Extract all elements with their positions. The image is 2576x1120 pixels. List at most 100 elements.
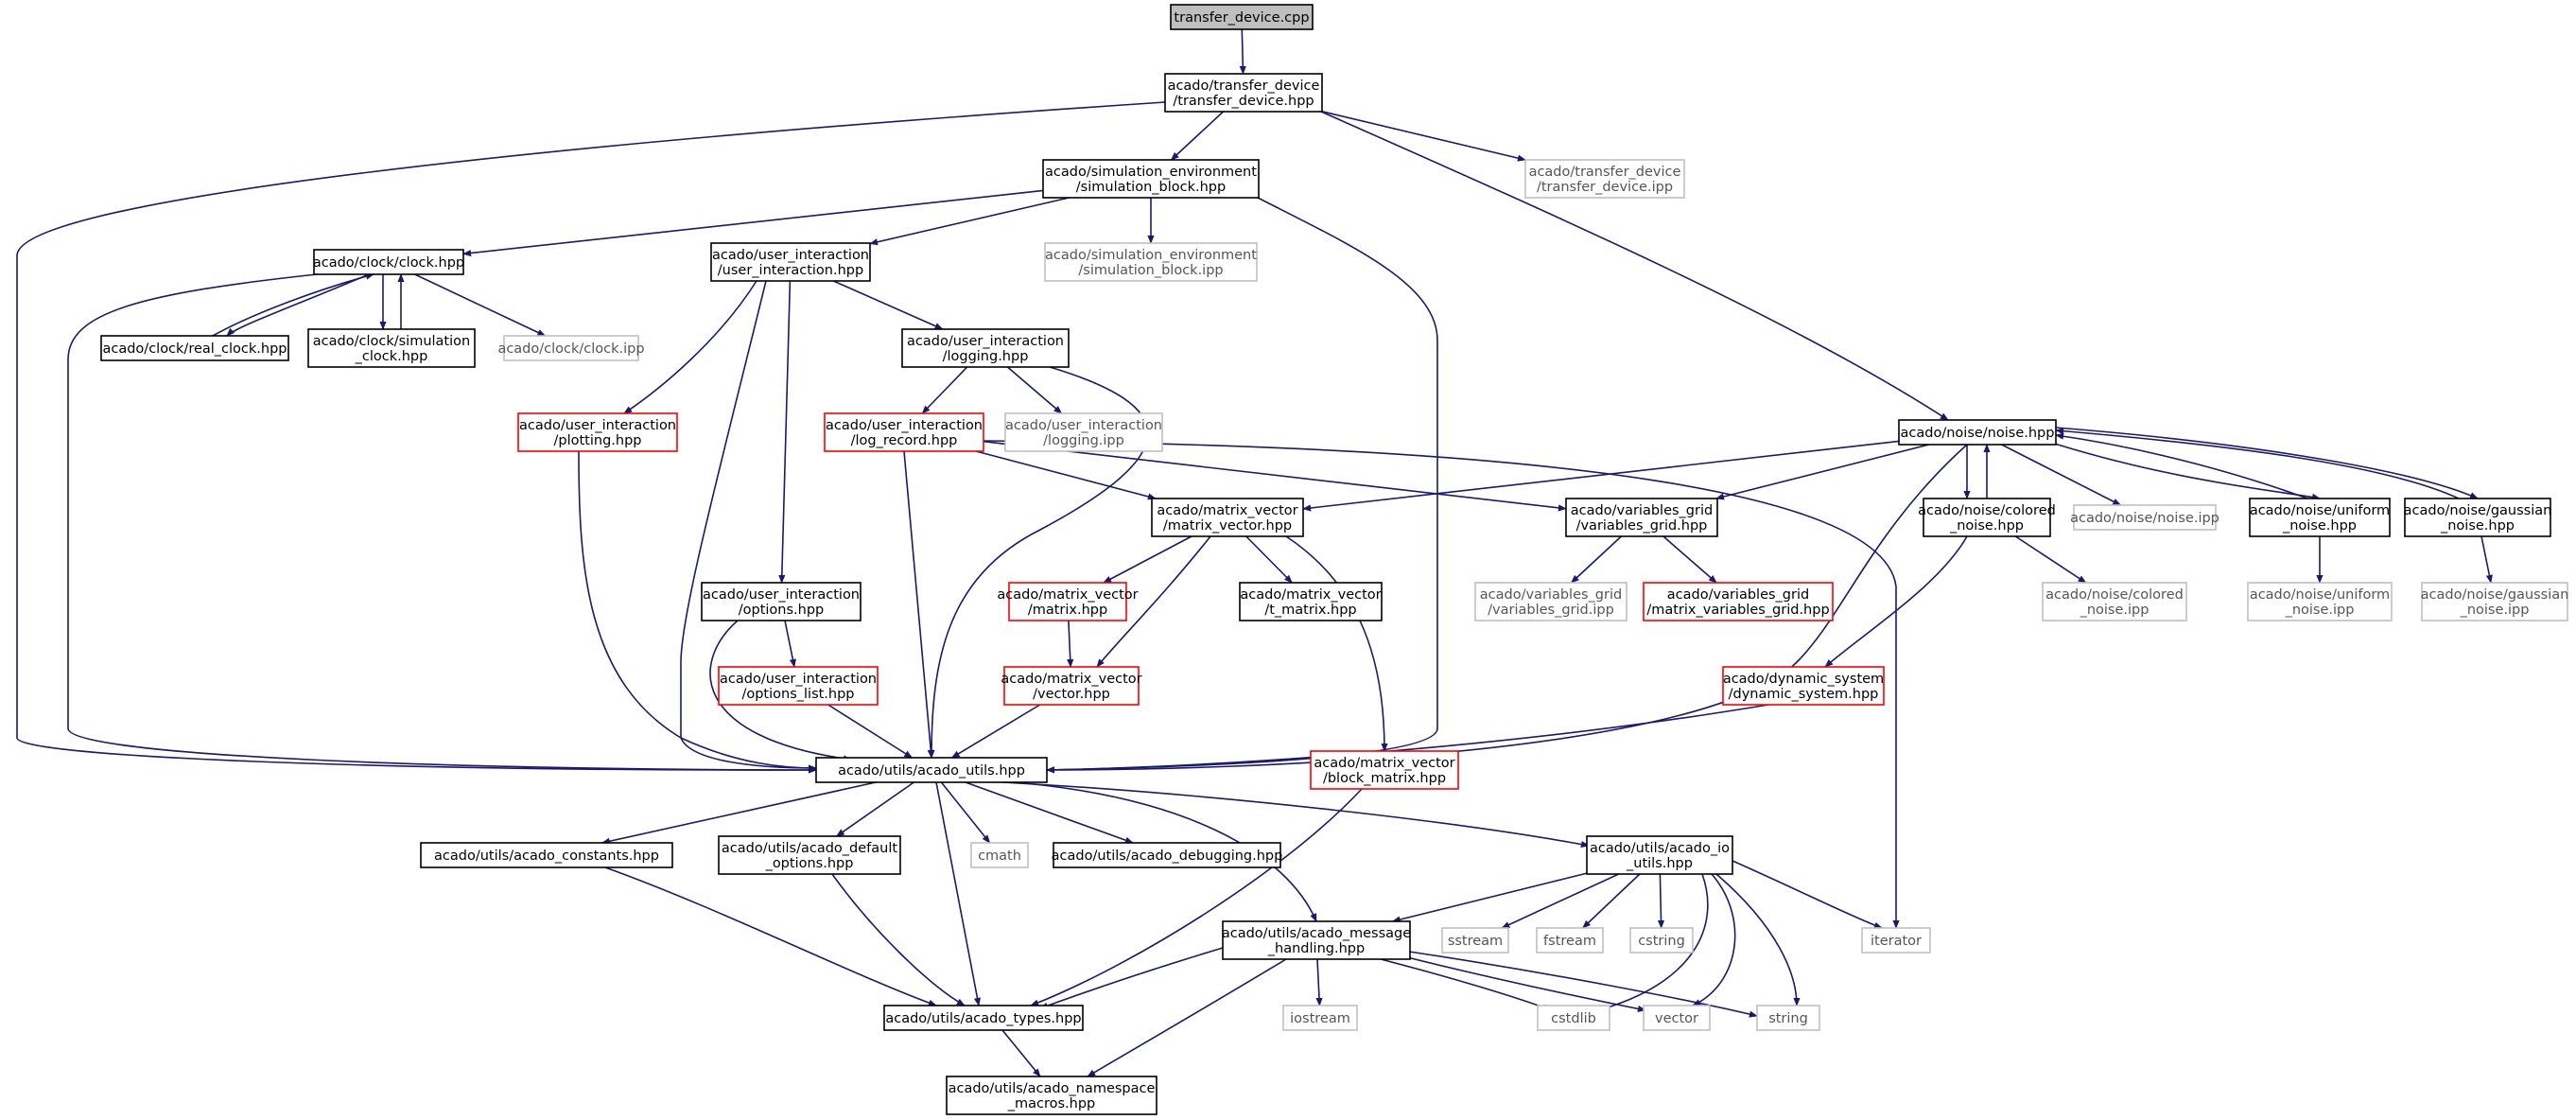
edge-n32-to-n36 — [940, 781, 991, 844]
file-node[interactable]: vector — [1643, 1005, 1711, 1031]
edge-n39-to-n45 — [1315, 958, 1323, 1006]
file-node-box — [1722, 666, 1885, 706]
file-node-label: acado/matrix_vector — [1240, 587, 1381, 603]
file-node[interactable]: acado/noise/gaussian_noise.ipp — [2421, 582, 2569, 621]
file-node[interactable]: acado/transfer_device/transfer_device.hp… — [1164, 73, 1323, 113]
file-node-label: /options_list.hpp — [741, 687, 854, 702]
file-node-box — [701, 582, 862, 621]
file-node[interactable]: acado/utils/acado_namespace_macros.hpp — [946, 1076, 1157, 1115]
file-node-box — [1151, 498, 1304, 537]
file-node[interactable]: iterator — [1861, 927, 1931, 954]
file-node-label: acado/noise/noise.hpp — [1901, 426, 2055, 441]
edge-n38-to-n48 — [1715, 873, 1801, 1006]
file-node[interactable]: acado/user_interaction/logging.ipp — [1004, 412, 1163, 452]
file-node[interactable]: cstring — [1629, 927, 1694, 954]
file-node-label: /user_interaction.hpp — [718, 263, 863, 278]
edge-n38-to-n40 — [1501, 873, 1620, 929]
file-node[interactable]: acado/noise/uniform_noise.ipp — [2247, 582, 2393, 621]
edge-n32-to-n35 — [835, 781, 914, 837]
edge-n4-to-n15 — [1302, 440, 1900, 512]
edge-n13-to-n43 — [983, 440, 1900, 929]
file-node[interactable]: acado/transfer_device/transfer_device.ip… — [1524, 159, 1685, 199]
file-node[interactable]: acado/utils/acado_utils.hpp — [815, 757, 1048, 783]
file-node[interactable]: acado/user_interaction/log_record.hpp — [824, 412, 984, 452]
file-node[interactable]: acado/matrix_vector/matrix_vector.hpp — [1151, 498, 1304, 537]
file-node[interactable]: acado/matrix_vector/t_matrix.hpp — [1239, 582, 1383, 621]
edge-n38-to-n39 — [1391, 872, 1588, 923]
edge-n6-to-n11 — [832, 280, 944, 330]
file-node[interactable]: acado/user_interaction/logging.hpp — [901, 328, 1070, 368]
file-node[interactable]: acado/noise/noise.hpp — [1898, 419, 2057, 446]
file-node-label: /options.hpp — [739, 603, 825, 618]
file-node[interactable]: cmath — [970, 842, 1029, 868]
file-node[interactable]: acado/user_interaction/user_interaction.… — [710, 242, 871, 282]
file-node[interactable]: acado/noise/colored_noise.ipp — [2042, 582, 2187, 621]
file-node[interactable]: acado/noise/noise.ipp — [2070, 504, 2219, 531]
file-node[interactable]: string — [1756, 1005, 1820, 1031]
file-node[interactable]: acado/clock/simulation_clock.hpp — [307, 328, 476, 368]
edge-n2-to-n6 — [869, 197, 1070, 246]
file-node[interactable]: acado/dynamic_system/dynamic_system.hpp — [1722, 666, 1885, 706]
edge-n13-to-n16 — [983, 440, 1567, 512]
file-node[interactable]: acado/noise/uniform_noise.hpp — [2249, 498, 2391, 537]
edge-n39-to-n49 — [1087, 958, 1287, 1077]
file-node-label: _noise.ipp — [2080, 603, 2150, 618]
file-node[interactable]: acado/noise/colored_noise.hpp — [1918, 498, 2056, 537]
file-node-label: acado/utils/acado_constants.hpp — [434, 849, 659, 864]
file-node[interactable]: acado/matrix_vector/matrix.hpp — [997, 582, 1139, 621]
file-node-box — [1565, 498, 1718, 537]
file-node[interactable]: acado/utils/acado_debugging.hpp — [1052, 842, 1283, 868]
file-node-box — [2404, 498, 2551, 537]
file-node[interactable]: acado/variables_grid/variables_grid.hpp — [1565, 498, 1718, 537]
file-node-box — [824, 412, 984, 452]
file-node-box — [2247, 582, 2393, 621]
file-node[interactable]: fstream — [1536, 927, 1604, 954]
file-node-label: acado/matrix_vector — [1001, 672, 1141, 687]
edge-n16-to-n24 — [1570, 535, 1622, 584]
file-node[interactable]: acado/clock/clock.hpp — [313, 249, 464, 275]
file-node[interactable]: acado/simulation_environment/simulation_… — [1044, 242, 1258, 282]
file-node-box — [313, 249, 464, 275]
file-node-label: iostream — [1290, 1011, 1350, 1026]
file-node-label: /log_record.hpp — [851, 433, 958, 448]
file-node[interactable]: acado/utils/acado_io_utils.hpp — [1586, 835, 1733, 875]
file-node[interactable]: acado/variables_grid/matrix_variables_gr… — [1643, 582, 1834, 621]
file-node-box — [1474, 582, 1627, 621]
file-node[interactable]: acado/noise/gaussian_noise.hpp — [2404, 498, 2552, 537]
file-node[interactable]: acado/utils/acado_default_options.hpp — [718, 835, 901, 875]
file-node[interactable]: acado/utils/acado_message_handling.hpp — [1222, 920, 1411, 960]
file-node[interactable]: acado/clock/clock.ipp — [497, 335, 645, 361]
file-node[interactable]: acado/clock/real_clock.hpp — [100, 335, 289, 361]
edge-n32-to-n38 — [1001, 781, 1590, 849]
file-node[interactable]: acado/utils/acado_constants.hpp — [420, 842, 673, 868]
file-node-label: _handling.hpp — [1267, 941, 1365, 956]
file-node[interactable]: acado/variables_grid/variables_grid.ipp — [1474, 582, 1627, 621]
file-node-box — [420, 842, 673, 868]
file-node-label: acado/transfer_device — [1168, 79, 1320, 94]
file-node-box — [1282, 1005, 1358, 1031]
file-node[interactable]: acado/user_interaction/options.hpp — [701, 582, 862, 621]
edge-n4-to-n19 — [2042, 439, 2321, 500]
file-node[interactable]: acado/simulation_environment/simulation_… — [1042, 159, 1260, 199]
file-node[interactable]: acado/user_interaction/options_list.hpp — [718, 666, 879, 706]
file-node-label: _utils.hpp — [1626, 856, 1693, 871]
file-node-label: /plotting.hpp — [554, 433, 642, 448]
file-node-box — [503, 335, 639, 361]
file-node[interactable]: transfer_device.cpp — [1170, 4, 1314, 30]
file-node-box — [1222, 920, 1411, 960]
file-node-box — [2042, 582, 2187, 621]
file-node[interactable]: acado/matrix_vector/vector.hpp — [1001, 666, 1142, 706]
file-node-box — [815, 757, 1048, 783]
file-node-box — [1044, 242, 1258, 282]
file-node[interactable]: acado/matrix_vector/block_matrix.hpp — [1310, 750, 1459, 790]
file-node[interactable]: cstdlib — [1537, 1005, 1610, 1031]
file-node-box — [1923, 498, 2051, 537]
file-node[interactable]: sstream — [1441, 927, 1509, 954]
file-node-label: cmath — [978, 849, 1021, 864]
file-node-label: /vector.hpp — [1033, 687, 1110, 702]
edge-n15-to-n30 — [1096, 535, 1211, 668]
file-node-box — [901, 328, 1070, 368]
file-node[interactable]: acado/utils/acado_types.hpp — [883, 1005, 1084, 1031]
file-node[interactable]: acado/user_interaction/plotting.hpp — [517, 412, 678, 452]
file-node[interactable]: iostream — [1282, 1005, 1358, 1031]
